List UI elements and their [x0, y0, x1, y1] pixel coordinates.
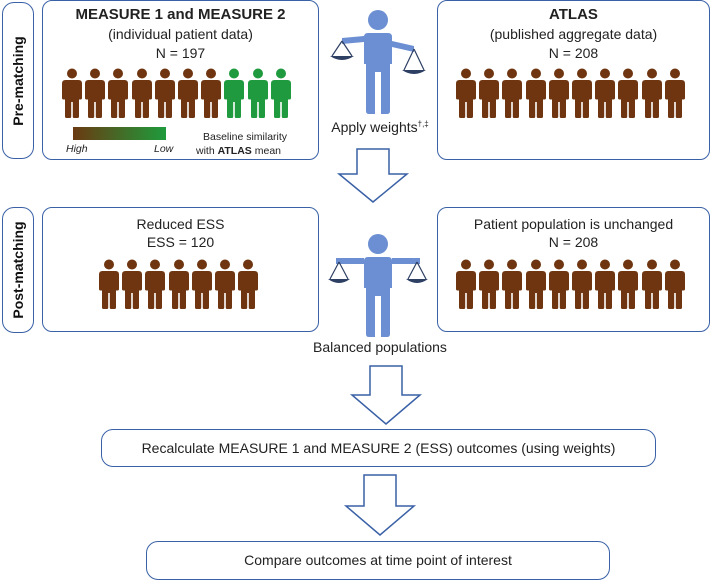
person-brown-icon — [526, 68, 546, 118]
measure-box-n: N = 197 — [155, 45, 206, 61]
measure-figure-row — [62, 68, 302, 118]
unchanged-figure-row — [456, 259, 696, 309]
person-green-icon — [248, 68, 268, 118]
person-brown-icon — [215, 259, 235, 309]
person-brown-icon — [122, 259, 142, 309]
person-brown-icon — [145, 259, 165, 309]
atlas-box-n: N = 208 — [548, 45, 599, 61]
atlas-box-title: ATLAS — [549, 6, 598, 23]
measure-box-subtitle: (individual patient data) — [108, 26, 253, 42]
person-brown-icon — [169, 259, 189, 309]
gradient-low-label: Low — [154, 143, 174, 155]
scale-figure-tilted-icon — [330, 10, 426, 114]
person-brown-icon — [572, 259, 592, 309]
person-brown-icon — [665, 259, 685, 309]
person-brown-icon — [642, 259, 662, 309]
reduced-ess-title: Reduced ESS — [136, 216, 225, 232]
person-brown-icon — [201, 68, 221, 118]
recalculate-outcomes-box — [101, 429, 656, 467]
gradient-high-label: High — [66, 143, 88, 155]
person-brown-icon — [456, 68, 476, 118]
compare-outcomes-box — [146, 541, 610, 580]
balanced-populations-label: Balanced populations — [313, 339, 447, 355]
down-arrow-1-icon — [336, 148, 410, 203]
person-brown-icon — [155, 68, 175, 118]
person-brown-icon — [178, 68, 198, 118]
post-matching-label: Post-matching — [2, 207, 34, 333]
person-brown-icon — [99, 259, 119, 309]
compare-outcomes-text: Compare outcomes at time point of intere… — [244, 552, 512, 568]
similarity-legend-line1: Baseline similarity — [203, 131, 288, 143]
apply-weights-label: Apply weights†,‡ — [331, 119, 429, 135]
pre-matching-label: Pre-matching — [2, 2, 34, 159]
atlas-data-box — [437, 0, 710, 160]
reduced-ess-box — [42, 207, 319, 332]
person-brown-icon — [238, 259, 258, 309]
reduced-figure-row — [99, 259, 269, 309]
unchanged-population-n: N = 208 — [548, 234, 599, 250]
person-brown-icon — [456, 259, 476, 309]
person-brown-icon — [549, 259, 569, 309]
person-brown-icon — [618, 259, 638, 309]
unchanged-population-title: Patient population is unchanged — [473, 216, 674, 232]
measure-box-title: MEASURE 1 and MEASURE 2 — [75, 6, 286, 23]
person-brown-icon — [642, 68, 662, 118]
person-brown-icon — [595, 68, 615, 118]
person-brown-icon — [132, 68, 152, 118]
recalculate-outcomes-text: Recalculate MEASURE 1 and MEASURE 2 (ESS… — [141, 440, 616, 456]
similarity-gradient-bar — [73, 127, 166, 140]
person-brown-icon — [502, 259, 522, 309]
person-brown-icon — [479, 259, 499, 309]
down-arrow-3-icon — [343, 474, 417, 536]
person-green-icon — [271, 68, 291, 118]
person-brown-icon — [108, 68, 128, 118]
person-brown-icon — [62, 68, 82, 118]
atlas-box-subtitle: (published aggregate data) — [489, 26, 658, 42]
person-brown-icon — [526, 259, 546, 309]
person-brown-icon — [502, 68, 522, 118]
person-brown-icon — [618, 68, 638, 118]
reduced-ess-value: ESS = 120 — [146, 234, 215, 250]
person-brown-icon — [85, 68, 105, 118]
unchanged-population-box — [437, 207, 710, 332]
down-arrow-2-icon — [349, 365, 423, 425]
person-brown-icon — [572, 68, 592, 118]
person-brown-icon — [479, 68, 499, 118]
person-brown-icon — [595, 259, 615, 309]
atlas-figure-row — [456, 68, 696, 118]
person-brown-icon — [192, 259, 212, 309]
scale-figure-balanced-icon — [328, 234, 428, 337]
person-green-icon — [224, 68, 244, 118]
person-brown-icon — [665, 68, 685, 118]
similarity-legend-line2: with ATLAS mean — [196, 145, 281, 157]
person-brown-icon — [549, 68, 569, 118]
